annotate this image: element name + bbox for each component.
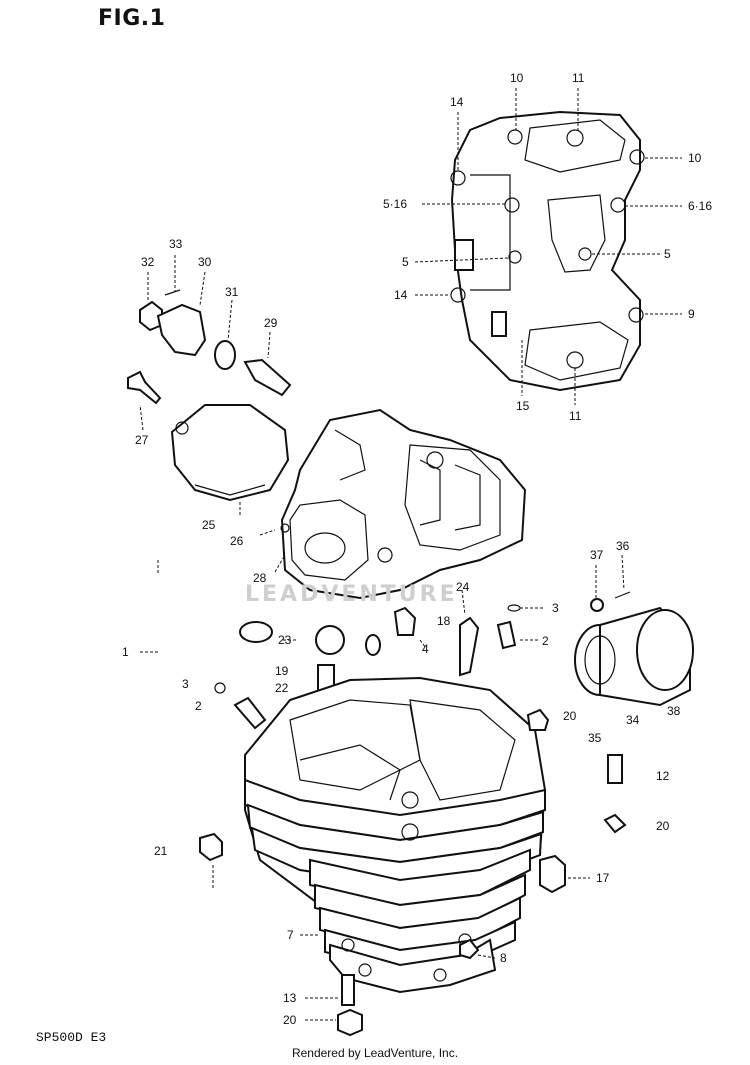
callout-20: 20 [283,1013,297,1027]
callout-14: 14 [450,95,464,109]
callout-6-16: 6·16 [688,199,712,213]
intake-pipe-assembly [574,591,694,707]
callout-5: 5 [664,247,671,261]
watermark: LEADVENTURE [245,582,458,607]
callout-12: 12 [656,769,670,783]
callout-20: 20 [656,819,670,833]
callout-9: 9 [688,307,695,321]
callout-2: 2 [195,699,202,713]
callout-11: 11 [572,71,585,85]
callout-31: 31 [225,285,239,299]
callout-36: 36 [616,539,630,553]
callout-30: 30 [198,255,212,269]
cylinder-head-cover [450,110,645,392]
callout-34: 34 [626,713,640,727]
callout-24: 24 [456,580,470,594]
callout-20: 20 [563,709,577,723]
callout-3: 3 [182,677,189,691]
callout-18: 18 [437,614,451,628]
callout-5: 5 [402,255,409,269]
callout-28: 28 [253,571,267,585]
callout-17: 17 [596,871,610,885]
right-side-small-parts [199,708,627,960]
callout-19: 19 [275,664,289,678]
callout-15: 15 [516,399,530,413]
figure-title: FIG.1 [98,6,166,31]
callout-10: 10 [510,71,524,85]
callout-3: 3 [552,601,559,615]
callout-5-16: 5·16 [383,197,407,211]
callout-22: 22 [275,681,289,695]
callout-25: 25 [202,518,216,532]
callout-11: 11 [569,409,582,423]
callout-7: 7 [287,928,294,942]
callout-35: 35 [588,731,602,745]
oil-filter-cap-parts [127,289,292,405]
callout-32: 32 [141,255,155,269]
model-code: SP500D E3 [36,1030,107,1045]
camshaft-housing [280,408,527,600]
callout-13: 13 [283,991,297,1005]
callout-33: 33 [169,237,183,251]
callout-21: 21 [154,844,168,858]
callout-29: 29 [264,316,278,330]
head-cover-leaders [414,88,682,405]
callout-38: 38 [667,704,681,718]
callout-labels: 10 11 14 10 5·16 6·16 5 5 14 9 15 11 33 … [122,71,712,1027]
callout-10: 10 [688,151,702,165]
callout-14: 14 [394,288,408,302]
callout-26: 26 [230,534,244,548]
part-leaders [139,255,625,1021]
callout-37: 37 [590,548,604,562]
callout-23: 23 [278,633,292,647]
stud-bolt-and-nut [337,974,363,1037]
callout-4: 4 [422,642,429,656]
callout-2: 2 [542,634,549,648]
spark-plug-and-small-parts [214,604,521,730]
callout-1: 1 [122,645,129,659]
callout-8: 8 [500,951,507,965]
callout-27: 27 [135,433,149,447]
footer-credit: Rendered by LeadVenture, Inc. [291,1046,459,1060]
tappet-cover [170,404,290,502]
